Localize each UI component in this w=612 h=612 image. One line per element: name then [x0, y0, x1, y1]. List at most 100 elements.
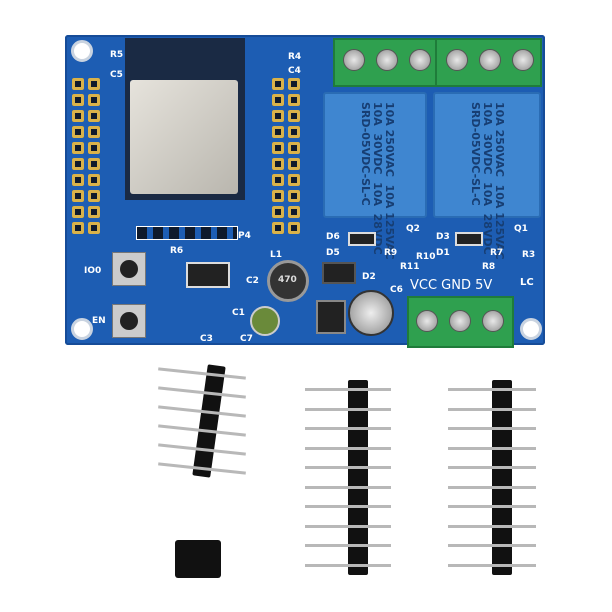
header-pin: [88, 206, 100, 218]
header-pin: [288, 222, 300, 234]
header-pin: [72, 110, 84, 122]
screw: [512, 49, 534, 71]
label-r4: R4: [288, 52, 302, 62]
io0-button[interactable]: [112, 252, 146, 286]
header-pin: [88, 110, 100, 122]
label-c3: C3: [200, 334, 213, 344]
header-pin: [88, 142, 100, 154]
diode-d2: [322, 262, 356, 284]
header-pin: [448, 485, 536, 489]
header-pin: [288, 190, 300, 202]
capacitor-c6: [348, 290, 394, 336]
label-q2: Q2: [406, 224, 420, 234]
logo-lc: LC: [520, 277, 534, 288]
label-r5: R5: [110, 50, 124, 60]
label-l1: L1: [270, 250, 282, 260]
label-r9: R9: [384, 248, 398, 258]
label-c4: C4: [288, 66, 301, 76]
header-pin: [288, 142, 300, 154]
header-pin: [305, 466, 391, 469]
header-pin: [305, 388, 391, 391]
label-p4: P4: [238, 231, 251, 241]
header-pin: [272, 206, 284, 218]
label-r7: R7: [490, 248, 504, 258]
label-r6: R6: [170, 246, 184, 256]
relay-1: 10A 250VAC 10A 125VAC 10A 30VDC 10A 28VD…: [323, 92, 427, 260]
label-d3: D3: [436, 232, 450, 242]
label-d5: D5: [326, 248, 340, 258]
screw: [416, 310, 438, 332]
button-cap: [120, 260, 138, 278]
label-d2: D2: [362, 272, 376, 282]
angled-pin-header: [192, 364, 226, 478]
header-pin: [88, 78, 100, 90]
header-pin: [448, 505, 536, 508]
ic-chip: [316, 300, 346, 334]
header-pin: [305, 407, 391, 411]
header-pin: [448, 427, 536, 430]
label-d1: D1: [436, 248, 450, 258]
header-pin: [88, 94, 100, 106]
header-pin: [305, 563, 391, 567]
header-pin: [288, 94, 300, 106]
button-cap: [120, 312, 138, 330]
header-pin: [288, 110, 300, 122]
header-pin: [288, 78, 300, 90]
capacitor-c7: [250, 306, 280, 336]
header-pin: [72, 222, 84, 234]
header-pin: [448, 524, 536, 528]
header-pin: [72, 206, 84, 218]
header-pin: [288, 174, 300, 186]
header-pin: [72, 158, 84, 170]
label-c2: C2: [246, 276, 259, 286]
screw: [482, 310, 504, 332]
header-pin: [448, 407, 536, 411]
header-pin: [272, 158, 284, 170]
header-pin: [158, 386, 246, 399]
header-pin: [272, 78, 284, 90]
pin-header-left: [72, 78, 100, 234]
label-r8: R8: [482, 262, 496, 272]
header-pin: [88, 158, 100, 170]
header-pin: [305, 485, 391, 489]
header-pin: [305, 524, 391, 528]
screw: [409, 49, 431, 71]
screw: [446, 49, 468, 71]
header-pin: [272, 126, 284, 138]
label-c5: C5: [110, 70, 123, 80]
header-pin: [272, 190, 284, 202]
header-pin: [72, 174, 84, 186]
io0-label: IO0: [84, 266, 102, 276]
relay-2: 10A 250VAC 10A 125VAC 10A 30VDC 10A 28VD…: [433, 92, 541, 260]
label-q1: Q1: [514, 224, 528, 234]
header-pin: [272, 110, 284, 122]
header-pin: [72, 142, 84, 154]
mounting-hole: [71, 40, 93, 62]
header-pin: [448, 544, 536, 547]
header-pin: [288, 158, 300, 170]
header-pin: [448, 563, 536, 567]
header-pin: [288, 126, 300, 138]
diode-d3: [455, 232, 483, 246]
label-r11: R11: [400, 262, 420, 272]
en-button[interactable]: [112, 304, 146, 338]
header-pin: [88, 126, 100, 138]
label-c1: C1: [232, 308, 245, 318]
header-pin: [305, 544, 391, 547]
header-pin: [305, 427, 391, 430]
inductor-value: 470: [278, 275, 297, 285]
header-pin: [305, 505, 391, 508]
header-pin: [72, 94, 84, 106]
diode-d6: [348, 232, 376, 246]
screw: [376, 49, 398, 71]
mounting-hole: [520, 318, 542, 340]
header-pin: [88, 174, 100, 186]
header-pin: [158, 367, 246, 380]
en-label: EN: [92, 316, 106, 326]
screw: [449, 310, 471, 332]
screw: [479, 49, 501, 71]
mounting-hole: [71, 318, 93, 340]
header-pin: [272, 174, 284, 186]
header-pin: [305, 446, 391, 450]
screw: [343, 49, 365, 71]
